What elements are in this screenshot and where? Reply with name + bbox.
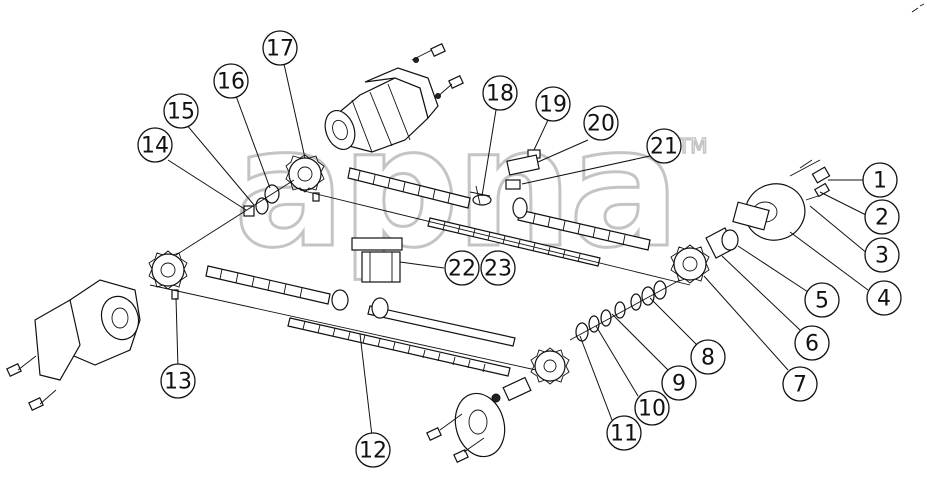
- callout-21-label: 21: [650, 135, 678, 160]
- callout-2-label: 2: [875, 206, 889, 231]
- callout-7: 7: [782, 366, 818, 402]
- callout-19: 19: [535, 86, 571, 122]
- callout-9: 9: [661, 365, 697, 401]
- callout-17: 17: [262, 30, 298, 66]
- callout-21: 21: [646, 128, 682, 164]
- callout-11-label: 11: [610, 422, 638, 447]
- callout-18-label: 18: [486, 82, 514, 107]
- corner-mark: [911, 3, 925, 13]
- callout-8-label: 8: [701, 346, 715, 371]
- callout-3-label: 3: [875, 244, 889, 269]
- lower-flange: [426, 392, 506, 463]
- parts-19-20-21: [505, 149, 541, 190]
- callout-23: 23: [480, 250, 516, 286]
- callout-1: 1: [862, 162, 898, 198]
- callout-13-label: 13: [164, 370, 192, 395]
- callout-10: 10: [634, 390, 670, 426]
- callout-4-label: 4: [877, 287, 891, 312]
- callout-9-label: 9: [672, 372, 686, 397]
- callout-22-label: 22: [448, 257, 476, 282]
- lower-right-sprocket: [502, 347, 570, 402]
- callout-23-label: 23: [484, 257, 512, 282]
- callout-19-label: 19: [539, 93, 567, 118]
- lower-chain: [149, 265, 546, 377]
- callout-15-label: 15: [167, 100, 195, 125]
- callout-5: 5: [804, 282, 840, 318]
- callout-22: 22: [444, 250, 480, 286]
- callout-2: 2: [864, 199, 900, 235]
- callout-14: 14: [137, 127, 173, 163]
- upper-tensioner: [469, 185, 528, 219]
- callout-18: 18: [482, 75, 518, 111]
- callout-20: 20: [583, 105, 619, 141]
- callout-3: 3: [864, 237, 900, 273]
- right-flange-drive: [705, 159, 831, 259]
- callout-7-label: 7: [793, 373, 807, 398]
- washer-stack: [569, 279, 681, 342]
- upper-gearmotor: [324, 43, 464, 153]
- left-shaft-parts: [175, 179, 295, 256]
- callout-11: 11: [606, 415, 642, 451]
- callout-6-label: 6: [805, 332, 819, 357]
- callout-12: 12: [355, 432, 391, 468]
- callout-4: 4: [866, 280, 902, 316]
- callout-1-label: 1: [873, 169, 887, 194]
- callout-6: 6: [794, 325, 830, 361]
- callout-10-label: 10: [638, 397, 666, 422]
- center-bracket: [351, 237, 403, 283]
- callout-5-label: 5: [815, 289, 829, 314]
- callout-14-label: 14: [141, 134, 169, 159]
- callout-20-label: 20: [587, 112, 615, 137]
- lower-sprocket-left: [148, 250, 188, 300]
- lower-gearmotor: [6, 279, 141, 411]
- callout-16-label: 16: [217, 70, 245, 95]
- right-sprocket: [670, 244, 710, 284]
- callout-8: 8: [690, 339, 726, 375]
- callout-15: 15: [163, 93, 199, 129]
- callout-16: 16: [213, 63, 249, 99]
- leader-lines: [167, 63, 869, 437]
- callout-12-label: 12: [359, 439, 387, 464]
- callout-13: 13: [160, 363, 196, 399]
- callout-17-label: 17: [266, 37, 294, 62]
- upper-chain-top: [299, 167, 691, 286]
